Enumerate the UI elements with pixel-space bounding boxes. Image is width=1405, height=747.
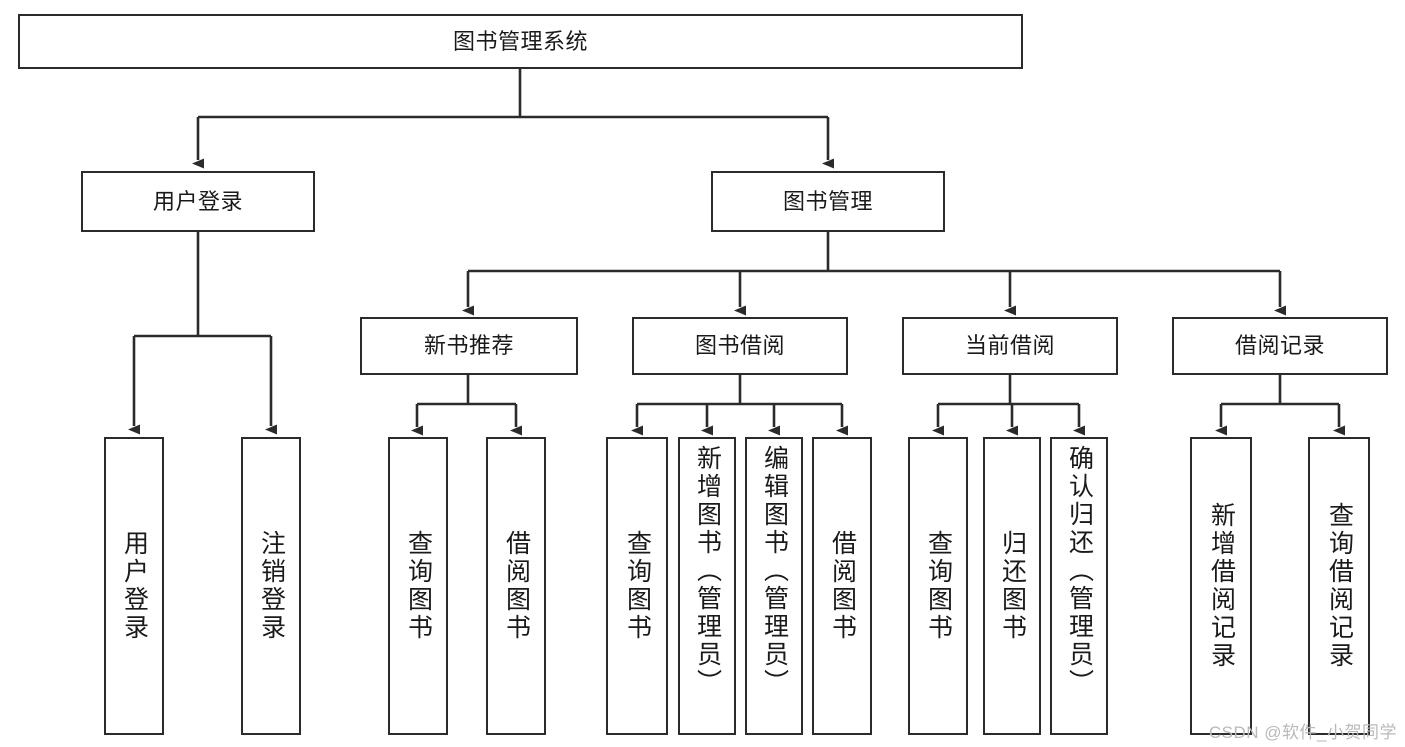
node-new-book-recommend-label: 新书推荐 — [423, 333, 514, 359]
node-current-borrow[interactable]: 当前借阅 — [902, 317, 1118, 375]
node-leaf-borrow-book-label: 借阅图书 — [828, 530, 857, 642]
node-leaf-query-book-borrow[interactable]: 查询图书 — [606, 437, 668, 735]
node-book-management-label: 图书管理 — [782, 188, 873, 214]
node-book-borrow-label: 图书借阅 — [694, 333, 785, 359]
node-leaf-return-book-label: 归还图书 — [998, 530, 1027, 642]
node-leaf-confirm-return-admin[interactable]: 确认归还（管理员） — [1050, 437, 1108, 735]
node-leaf-borrow-book-new[interactable]: 借阅图书 — [486, 437, 546, 735]
node-leaf-add-borrow-record[interactable]: 新增借阅记录 — [1190, 437, 1252, 735]
node-leaf-query-borrow-record-label: 查询借阅记录 — [1325, 502, 1354, 670]
node-leaf-add-borrow-record-label: 新增借阅记录 — [1207, 502, 1236, 670]
node-leaf-query-book-borrow-label: 查询图书 — [623, 530, 652, 642]
node-leaf-return-book[interactable]: 归还图书 — [983, 437, 1041, 735]
node-leaf-confirm-return-admin-label: 确认归还（管理员） — [1065, 445, 1094, 697]
node-leaf-user-login-label: 用户登录 — [120, 530, 149, 642]
node-leaf-add-book-admin[interactable]: 新增图书（管理员） — [678, 437, 736, 735]
node-book-borrow[interactable]: 图书借阅 — [632, 317, 848, 375]
node-current-borrow-label: 当前借阅 — [964, 333, 1055, 359]
node-new-book-recommend[interactable]: 新书推荐 — [360, 317, 578, 375]
node-borrow-record-label: 借阅记录 — [1234, 333, 1325, 359]
node-user-login[interactable]: 用户登录 — [81, 171, 315, 232]
node-leaf-logout-label: 注销登录 — [257, 530, 286, 642]
node-leaf-logout[interactable]: 注销登录 — [241, 437, 301, 735]
node-root-label: 图书管理系统 — [452, 28, 588, 54]
node-root[interactable]: 图书管理系统 — [18, 14, 1023, 69]
node-leaf-query-book-current[interactable]: 查询图书 — [908, 437, 968, 735]
node-leaf-user-login[interactable]: 用户登录 — [104, 437, 164, 735]
node-leaf-borrow-book-new-label: 借阅图书 — [502, 530, 531, 642]
node-leaf-add-book-admin-label: 新增图书（管理员） — [693, 445, 722, 697]
node-user-login-label: 用户登录 — [152, 188, 243, 214]
node-leaf-borrow-book[interactable]: 借阅图书 — [812, 437, 872, 735]
node-leaf-query-book-new-label: 查询图书 — [404, 530, 433, 642]
node-leaf-query-book-new[interactable]: 查询图书 — [388, 437, 448, 735]
node-book-management[interactable]: 图书管理 — [711, 171, 945, 232]
node-leaf-query-borrow-record[interactable]: 查询借阅记录 — [1308, 437, 1370, 735]
node-borrow-record[interactable]: 借阅记录 — [1172, 317, 1388, 375]
node-leaf-query-book-current-label: 查询图书 — [924, 530, 953, 642]
node-leaf-edit-book-admin[interactable]: 编辑图书（管理员） — [745, 437, 803, 735]
node-leaf-edit-book-admin-label: 编辑图书（管理员） — [760, 445, 789, 697]
